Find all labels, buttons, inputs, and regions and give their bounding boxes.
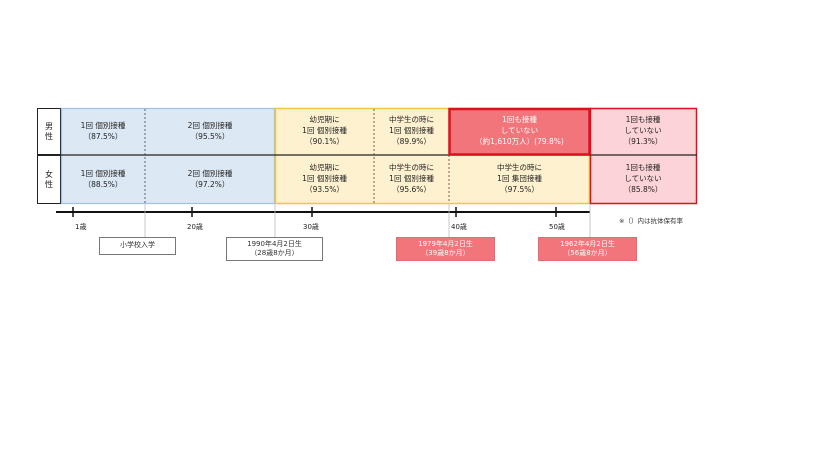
- tick-label-40: 40歳: [451, 223, 467, 231]
- milestone-1979: 1979年4月2日生 （39歳8か月）: [396, 237, 495, 261]
- female-cell-5: 中学生の時に 1回 集団接種 （97.5%）: [449, 155, 590, 204]
- antibody-note: ※（）内は抗体保有率: [619, 217, 683, 225]
- female-cell-6: 1回も接種 していない （85.8%）: [590, 155, 696, 204]
- tick-label-50: 50歳: [549, 223, 565, 231]
- tick-label-20: 20歳: [187, 223, 203, 231]
- female-cell-1: 1回 個別接種 （88.5%）: [61, 155, 145, 204]
- milestone-1962: 1962年4月2日生 （56歳8か月）: [538, 237, 637, 261]
- male-cell-6: 1回も接種 していない （91.3%）: [590, 108, 696, 155]
- male-cell-3: 幼児期に 1回 個別接種 （90.1%）: [275, 108, 374, 155]
- row-label-female: 女 性: [37, 155, 61, 204]
- milestone-school-entry: 小学校入学: [99, 237, 176, 255]
- tick-label-1: 1歳: [75, 223, 87, 231]
- tick-label-30: 30歳: [303, 223, 319, 231]
- male-cell-4: 中学生の時に 1回 個別接種 （89.9%）: [374, 108, 449, 155]
- male-cell-1: 1回 個別接種 （87.5%）: [61, 108, 145, 155]
- female-cell-3: 幼児期に 1回 個別接種 （93.5%）: [275, 155, 374, 204]
- male-cell-2: 2回 個別接種 （95.5%）: [145, 108, 275, 155]
- milestone-1990: 1990年4月2日生 （28歳8か月）: [226, 237, 323, 261]
- male-cell-5: 1回も接種 していない （約1,610万人）(79.8%): [449, 108, 590, 155]
- female-cell-4: 中学生の時に 1回 個別接種 （95.6%）: [374, 155, 449, 204]
- female-cell-2: 2回 個別接種 （97.2%）: [145, 155, 275, 204]
- row-label-male: 男 性: [37, 108, 61, 155]
